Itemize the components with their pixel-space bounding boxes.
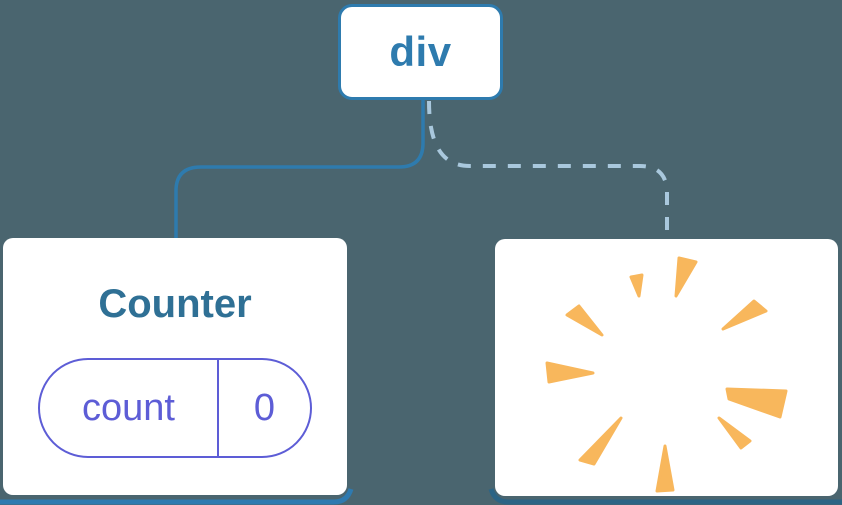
poof-ray bbox=[655, 444, 675, 493]
poof-ray bbox=[545, 361, 595, 384]
bottom-edge-line-left bbox=[0, 488, 354, 505]
state-name-cell: count bbox=[40, 360, 219, 456]
bottom-edge-line-right bbox=[488, 488, 842, 505]
dashed-connector-line bbox=[427, 100, 669, 239]
poof-ray bbox=[717, 416, 752, 450]
poof-ray bbox=[725, 387, 788, 419]
root-node-label: div bbox=[389, 28, 452, 75]
poof-ray bbox=[629, 273, 644, 298]
poof-icon bbox=[545, 256, 788, 493]
poof-ray bbox=[721, 299, 768, 331]
counter-node: Counter count 0 bbox=[3, 238, 347, 495]
counter-node-title: Counter bbox=[98, 282, 252, 326]
root-node-div: div bbox=[338, 4, 503, 100]
state-value-cell: 0 bbox=[219, 360, 310, 456]
removed-node bbox=[495, 239, 838, 496]
poof-ray bbox=[578, 416, 623, 466]
poof-ray bbox=[674, 256, 698, 298]
state-value-label: 0 bbox=[253, 386, 276, 429]
solid-connector-line bbox=[174, 100, 425, 238]
state-name-label: count bbox=[82, 386, 175, 429]
poof-ray bbox=[565, 304, 604, 337]
state-pill: count 0 bbox=[38, 358, 312, 458]
